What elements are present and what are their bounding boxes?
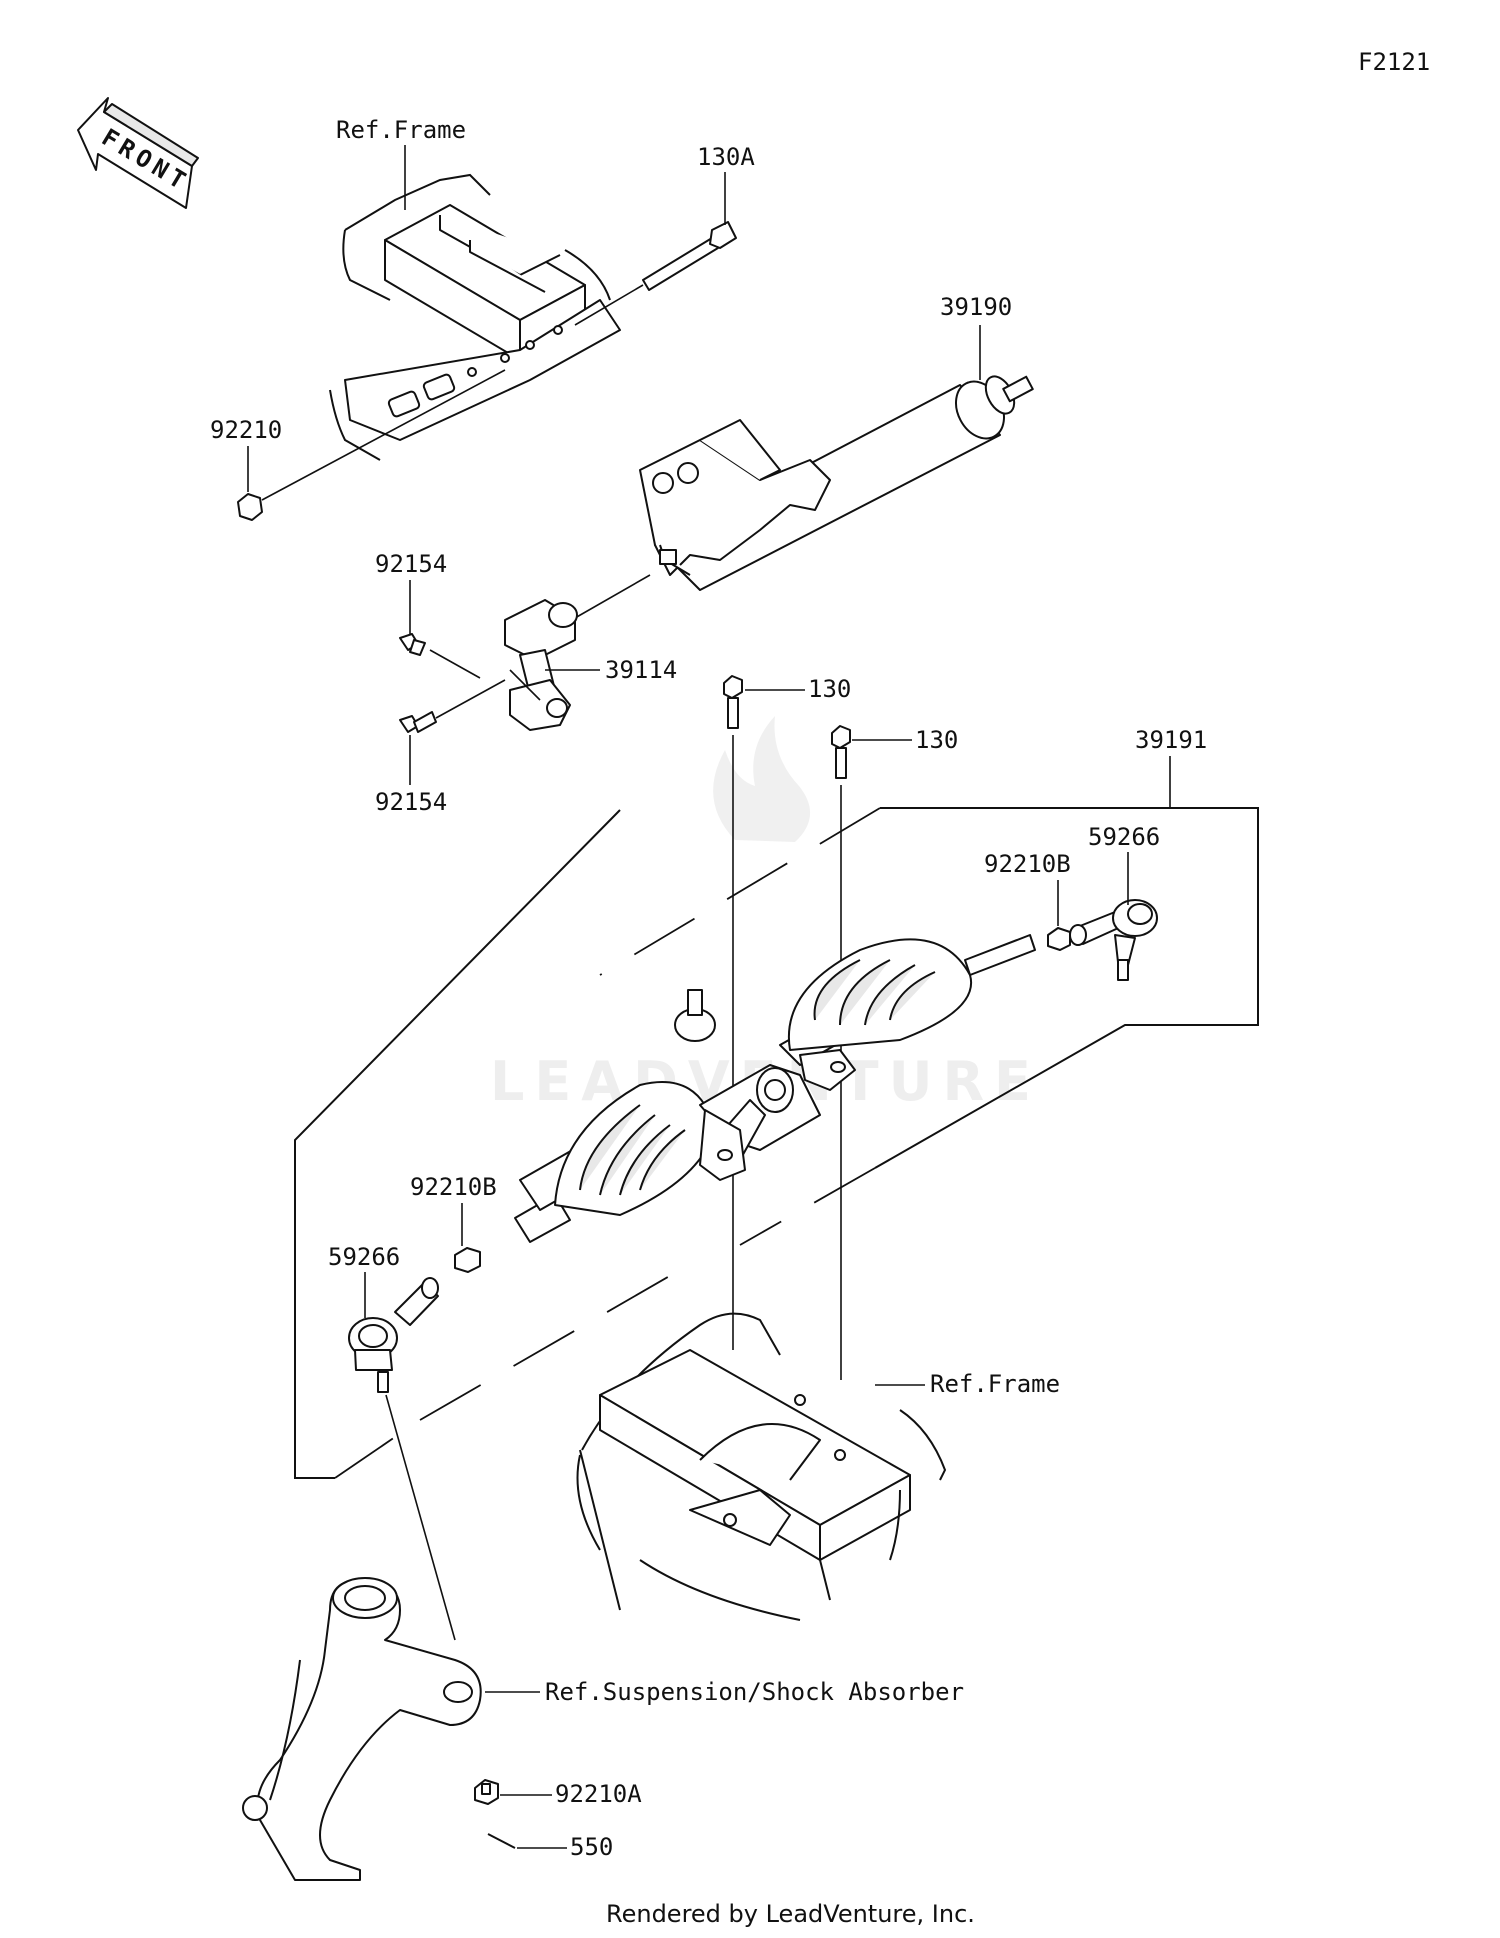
- label-39191: 39191: [1135, 726, 1207, 754]
- nut-92210b-left: [454, 1247, 481, 1273]
- universal-joint-39114: [504, 574, 651, 731]
- nut-92210b-right: [1047, 927, 1071, 951]
- nut-92210: [237, 493, 263, 521]
- bolt-92154-top: [399, 633, 426, 656]
- bolt-130a: [642, 221, 737, 291]
- upper-frame-bracket: [329, 173, 621, 461]
- label-92210: 92210: [210, 416, 282, 444]
- cotter-pin-550: [487, 1833, 516, 1849]
- label-92210b-left: 92210B: [410, 1173, 497, 1201]
- tie-rod-end-59266-left: [348, 1277, 439, 1393]
- label-92210b-right: 92210B: [984, 850, 1071, 878]
- steering-knuckle: [242, 1577, 482, 1881]
- figure-id: F2121: [1358, 48, 1430, 76]
- steering-rack-gearbox: [514, 934, 1036, 1243]
- bolt-130-a: [723, 675, 743, 729]
- label-59266-right: 59266: [1088, 823, 1160, 851]
- label-ref-suspension: Ref.Suspension/Shock Absorber: [545, 1678, 964, 1706]
- footer-credit: Rendered by LeadVenture, Inc.: [606, 1900, 975, 1928]
- label-130-b: 130: [915, 726, 958, 754]
- label-39190: 39190: [940, 293, 1012, 321]
- watermark: LEADVENTURE: [490, 716, 1031, 1113]
- label-92210a: 92210A: [555, 1780, 642, 1808]
- label-92154-top: 92154: [375, 550, 447, 578]
- label-92154-bottom: 92154: [375, 788, 447, 816]
- front-arrow-icon: FRONT: [77, 97, 199, 209]
- label-39114: 39114: [605, 656, 677, 684]
- label-ref-frame-bottom: Ref.Frame: [930, 1370, 1060, 1398]
- label-59266-left: 59266: [328, 1243, 400, 1271]
- label-130-a: 130: [808, 675, 851, 703]
- label-130a: 130A: [697, 143, 755, 171]
- bolt-130-b: [831, 725, 851, 779]
- tie-rod-end-59266-right: [1069, 899, 1158, 981]
- castle-nut-92210a: [474, 1779, 499, 1805]
- lower-frame-crossmember: [576, 1312, 947, 1621]
- steering-column-39190: [639, 375, 1034, 591]
- bolt-92154-bottom: [399, 711, 437, 733]
- label-ref-frame-top: Ref.Frame: [336, 116, 466, 144]
- label-550: 550: [570, 1833, 613, 1861]
